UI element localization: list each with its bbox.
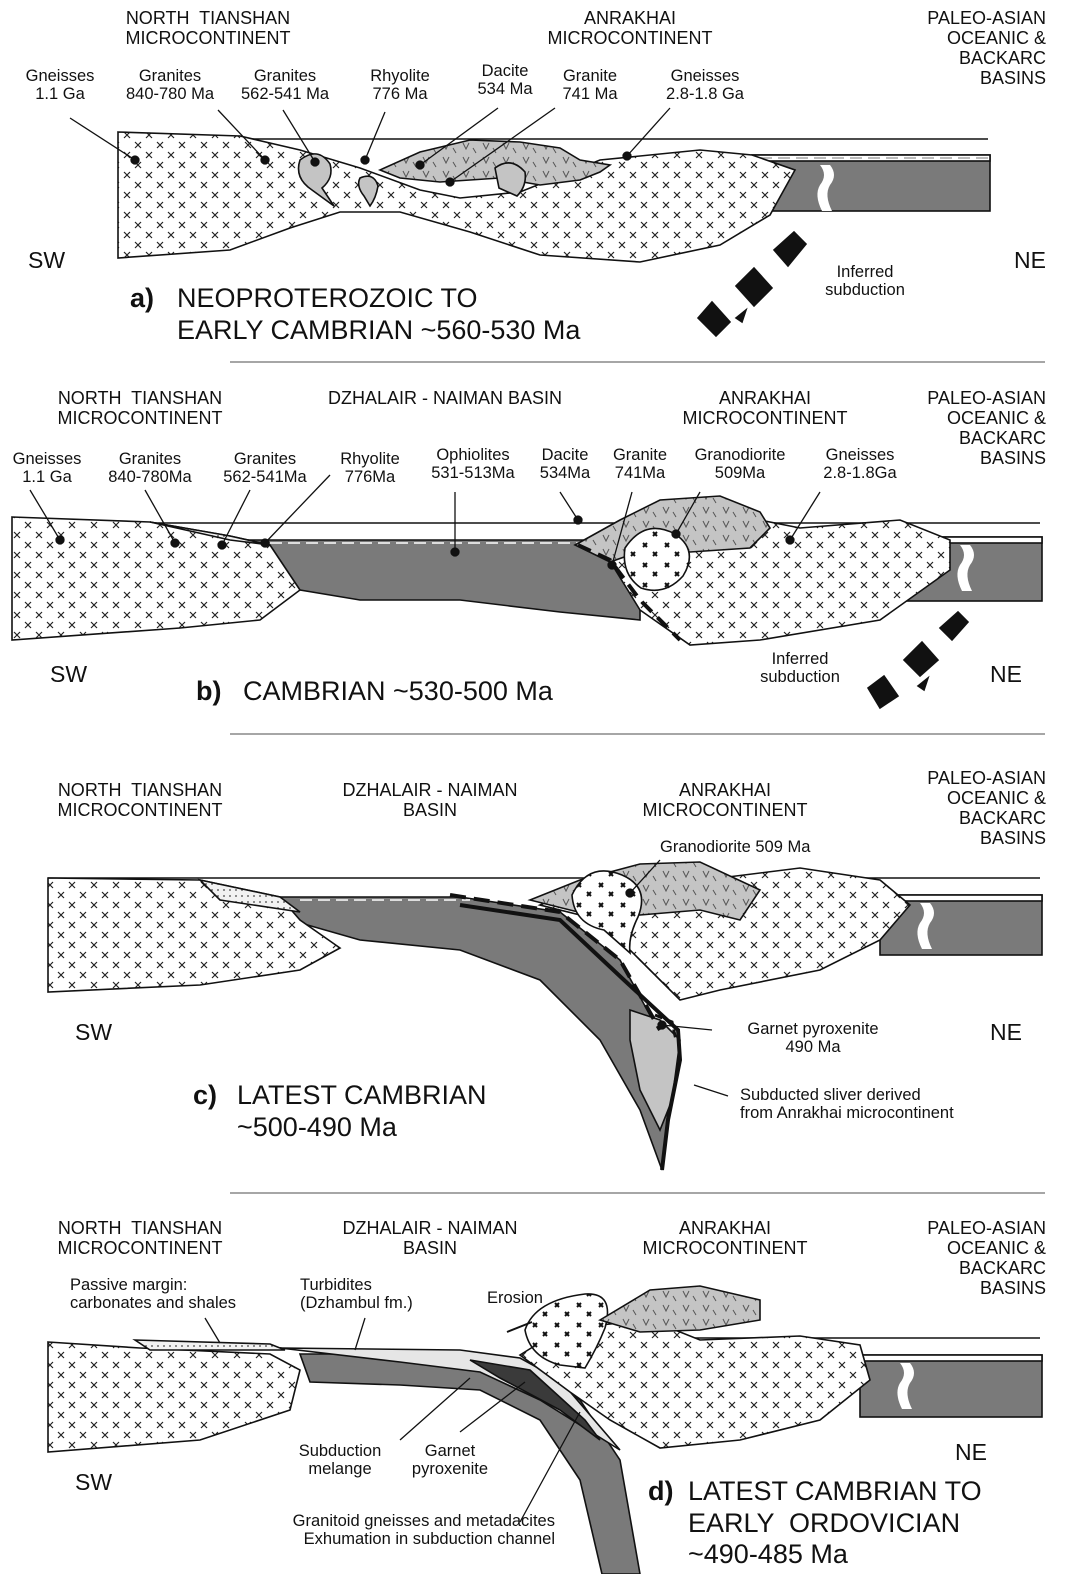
panel-d-label-erosion: Erosion — [487, 1289, 567, 1307]
panel-b-label-inferred-subduction: Inferred subduction — [735, 650, 865, 687]
panel-b-label-gneisses-1: Gneisses 1.1 Ga — [2, 450, 92, 487]
panel-c-sw: SW — [75, 1020, 112, 1046]
panel-c-header-anrakhai: ANRAKHAI MICROCONTINENT — [610, 780, 840, 820]
panel-a-label-dacite: Dacite 534 Ma — [470, 62, 540, 99]
panel-c-label-subducted-sliver: Subducted sliver derived from Anrakhai m… — [740, 1086, 1040, 1123]
panel-a-header-paleo-asian: PALEO-ASIAN OCEANIC & BACKARC BASINS — [800, 8, 1046, 89]
panel-a-caption-text: NEOPROTEROZOIC TO EARLY CAMBRIAN ~560-53… — [177, 283, 580, 346]
panel-c-ne: NE — [990, 1020, 1022, 1046]
panel-b-caption: b) — [196, 676, 221, 708]
panel-a-label-rhyolite: Rhyolite 776 Ma — [360, 67, 440, 104]
panel-d-caption-text: LATEST CAMBRIAN TO EARLY ORDOVICIAN ~490… — [688, 1476, 982, 1571]
panel-b-label-rhyolite: Rhyolite 776Ma — [330, 450, 410, 487]
panel-a-header-anrakhai: ANRAKHAI MICROCONTINENT — [530, 8, 730, 48]
panel-c-caption: c) — [193, 1080, 217, 1112]
panel-d-header-dzhalair: DZHALAIR - NAIMAN BASIN — [300, 1218, 560, 1258]
panel-a-label-gneisses-1: Gneisses 1.1 Ga — [20, 67, 100, 104]
panel-c-label-garnet-pyroxenite: Garnet pyroxenite 490 Ma — [718, 1020, 908, 1057]
panel-b-header-dzhalair: DZHALAIR - NAIMAN BASIN — [290, 388, 600, 408]
panel-d-caption: d) — [648, 1476, 673, 1508]
panel-d-label-passive-margin: Passive margin: carbonates and shales — [70, 1276, 280, 1313]
panel-c-header-paleo-asian: PALEO-ASIAN OCEANIC & BACKARC BASINS — [850, 768, 1046, 849]
panel-d-label-turbidites: Turbidites (Dzhambul fm.) — [300, 1276, 470, 1313]
panel-d-label-granitoid-gneisses: Granitoid gneisses and metadacites Exhum… — [215, 1512, 555, 1549]
panel-b-header-north-tianshan: NORTH TIANSHAN MICROCONTINENT — [20, 388, 260, 428]
panel-b-caption-letter: b) — [196, 676, 221, 706]
panel-c-header-dzhalair: DZHALAIR - NAIMAN BASIN — [300, 780, 560, 820]
panel-d-header-anrakhai: ANRAKHAI MICROCONTINENT — [610, 1218, 840, 1258]
panel-b-sw: SW — [50, 662, 87, 688]
panel-a-header-north-tianshan: NORTH TIANSHAN MICROCONTINENT — [108, 8, 308, 48]
panel-c-label-granodiorite: Granodiorite 509 Ma — [660, 838, 860, 856]
panel-d-header-north-tianshan: NORTH TIANSHAN MICROCONTINENT — [20, 1218, 260, 1258]
panel-d-header-paleo-asian: PALEO-ASIAN OCEANIC & BACKARC BASINS — [850, 1218, 1046, 1299]
panel-c-sketch — [48, 862, 1042, 1170]
panel-b-label-granite-3: Granite 741Ma — [605, 446, 675, 483]
panel-b-label-granodiorite: Granodiorite 509Ma — [680, 446, 800, 483]
panel-a-caption: a) — [130, 283, 154, 315]
panel-b-label-granites-1: Granites 840-780Ma — [95, 450, 205, 487]
panel-b-label-ophiolites: Ophiolites 531-513Ma — [418, 446, 528, 483]
panel-d-sw: SW — [75, 1470, 112, 1496]
panel-a-label-granites-1: Granites 840-780 Ma — [115, 67, 225, 104]
panel-a-label-granites-2: Granites 562-541 Ma — [235, 67, 335, 104]
panel-d-ne: NE — [955, 1440, 987, 1466]
panel-b-header-anrakhai: ANRAKHAI MICROCONTINENT — [650, 388, 880, 428]
panel-a-caption-letter: a) — [130, 283, 154, 313]
panel-a-sw: SW — [28, 248, 65, 274]
panel-c-header-north-tianshan: NORTH TIANSHAN MICROCONTINENT — [20, 780, 260, 820]
panel-c-caption-letter: c) — [193, 1080, 217, 1110]
panel-d-label-garnet-pyroxenite: Garnet pyroxenite — [395, 1442, 505, 1479]
panel-b-label-dacite: Dacite 534Ma — [530, 446, 600, 483]
panel-a-label-inferred-subduction: Inferred subduction — [800, 263, 930, 300]
panel-b-label-gneisses-2: Gneisses 2.8-1.8Ga — [800, 446, 920, 483]
panel-d-caption-letter: d) — [648, 1476, 673, 1506]
panel-b-caption-text: CAMBRIAN ~530-500 Ma — [243, 676, 553, 708]
panel-a-label-gneisses-2: Gneisses 2.8-1.8 Ga — [655, 67, 755, 104]
panel-a-ne: NE — [1014, 248, 1046, 274]
panel-b-ne: NE — [990, 662, 1022, 688]
panel-d-label-subduction-melange: Subduction melange — [285, 1442, 395, 1479]
panel-c-caption-text: LATEST CAMBRIAN ~500-490 Ma — [237, 1080, 487, 1143]
panel-a-label-granite-3: Granite 741 Ma — [555, 67, 625, 104]
panel-b-label-granites-2: Granites 562-541Ma — [210, 450, 320, 487]
